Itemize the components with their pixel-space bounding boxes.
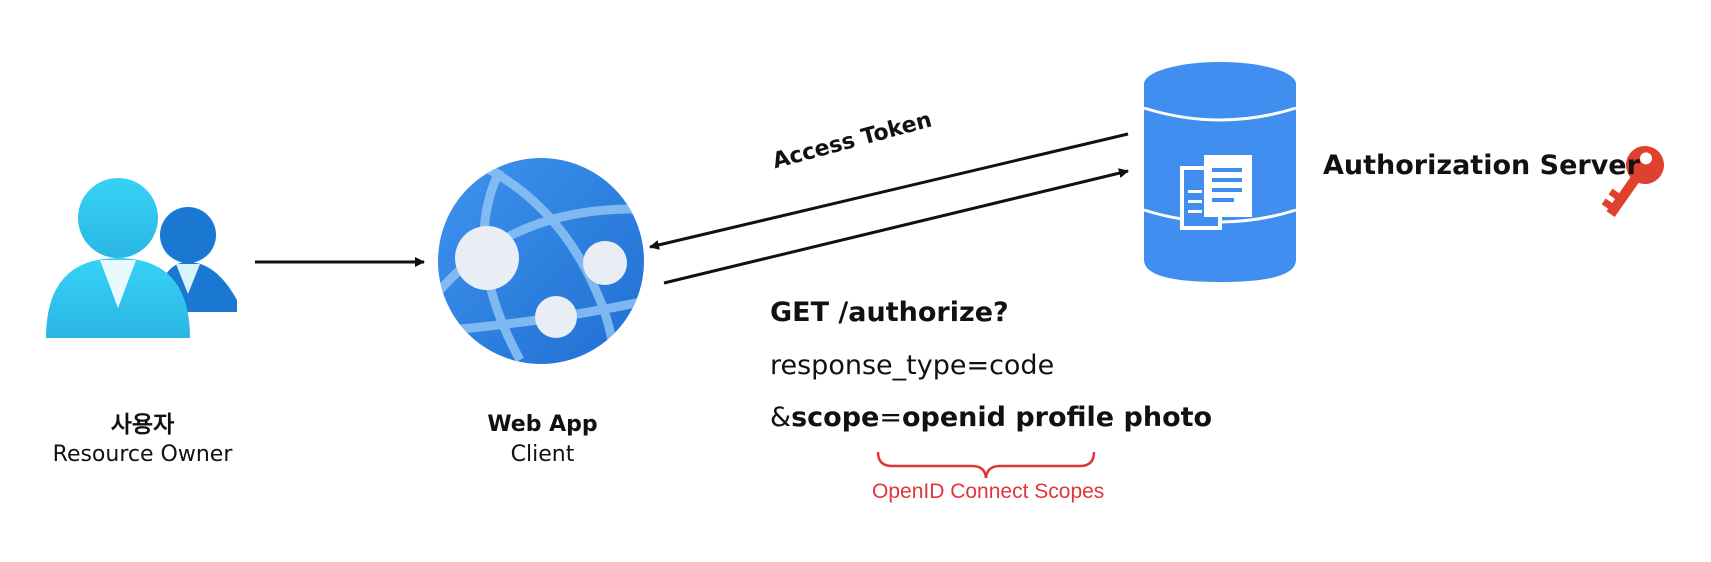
- scopes-note: OpenID Connect Scopes: [872, 480, 1105, 503]
- user-title: 사용자: [110, 412, 175, 438]
- database-document-icon: [1143, 62, 1297, 282]
- arrow-client-to-server: [663, 168, 1129, 285]
- client-subtitle: Client: [510, 442, 575, 467]
- request-line-response-type: response_type=code: [770, 350, 1055, 381]
- user-subtitle: Resource Owner: [52, 442, 233, 467]
- web-app-globe-icon: [438, 158, 644, 364]
- request-line-scope: &scope=openid profile photo: [770, 402, 1212, 433]
- scope-key: scope: [791, 402, 880, 433]
- key-icon: [1601, 146, 1664, 218]
- server-title: Authorization Server: [1323, 150, 1640, 181]
- user-group-icon: [46, 178, 237, 338]
- client-title: Web App: [487, 412, 598, 437]
- scope-eq: =: [879, 402, 902, 433]
- arrow-server-to-client: [649, 132, 1129, 250]
- scope-prefix: &: [770, 402, 792, 433]
- scopes-brace: [876, 451, 1096, 479]
- scope-values: openid profile photo: [901, 402, 1213, 433]
- request-line-get: GET /authorize?: [770, 297, 1009, 328]
